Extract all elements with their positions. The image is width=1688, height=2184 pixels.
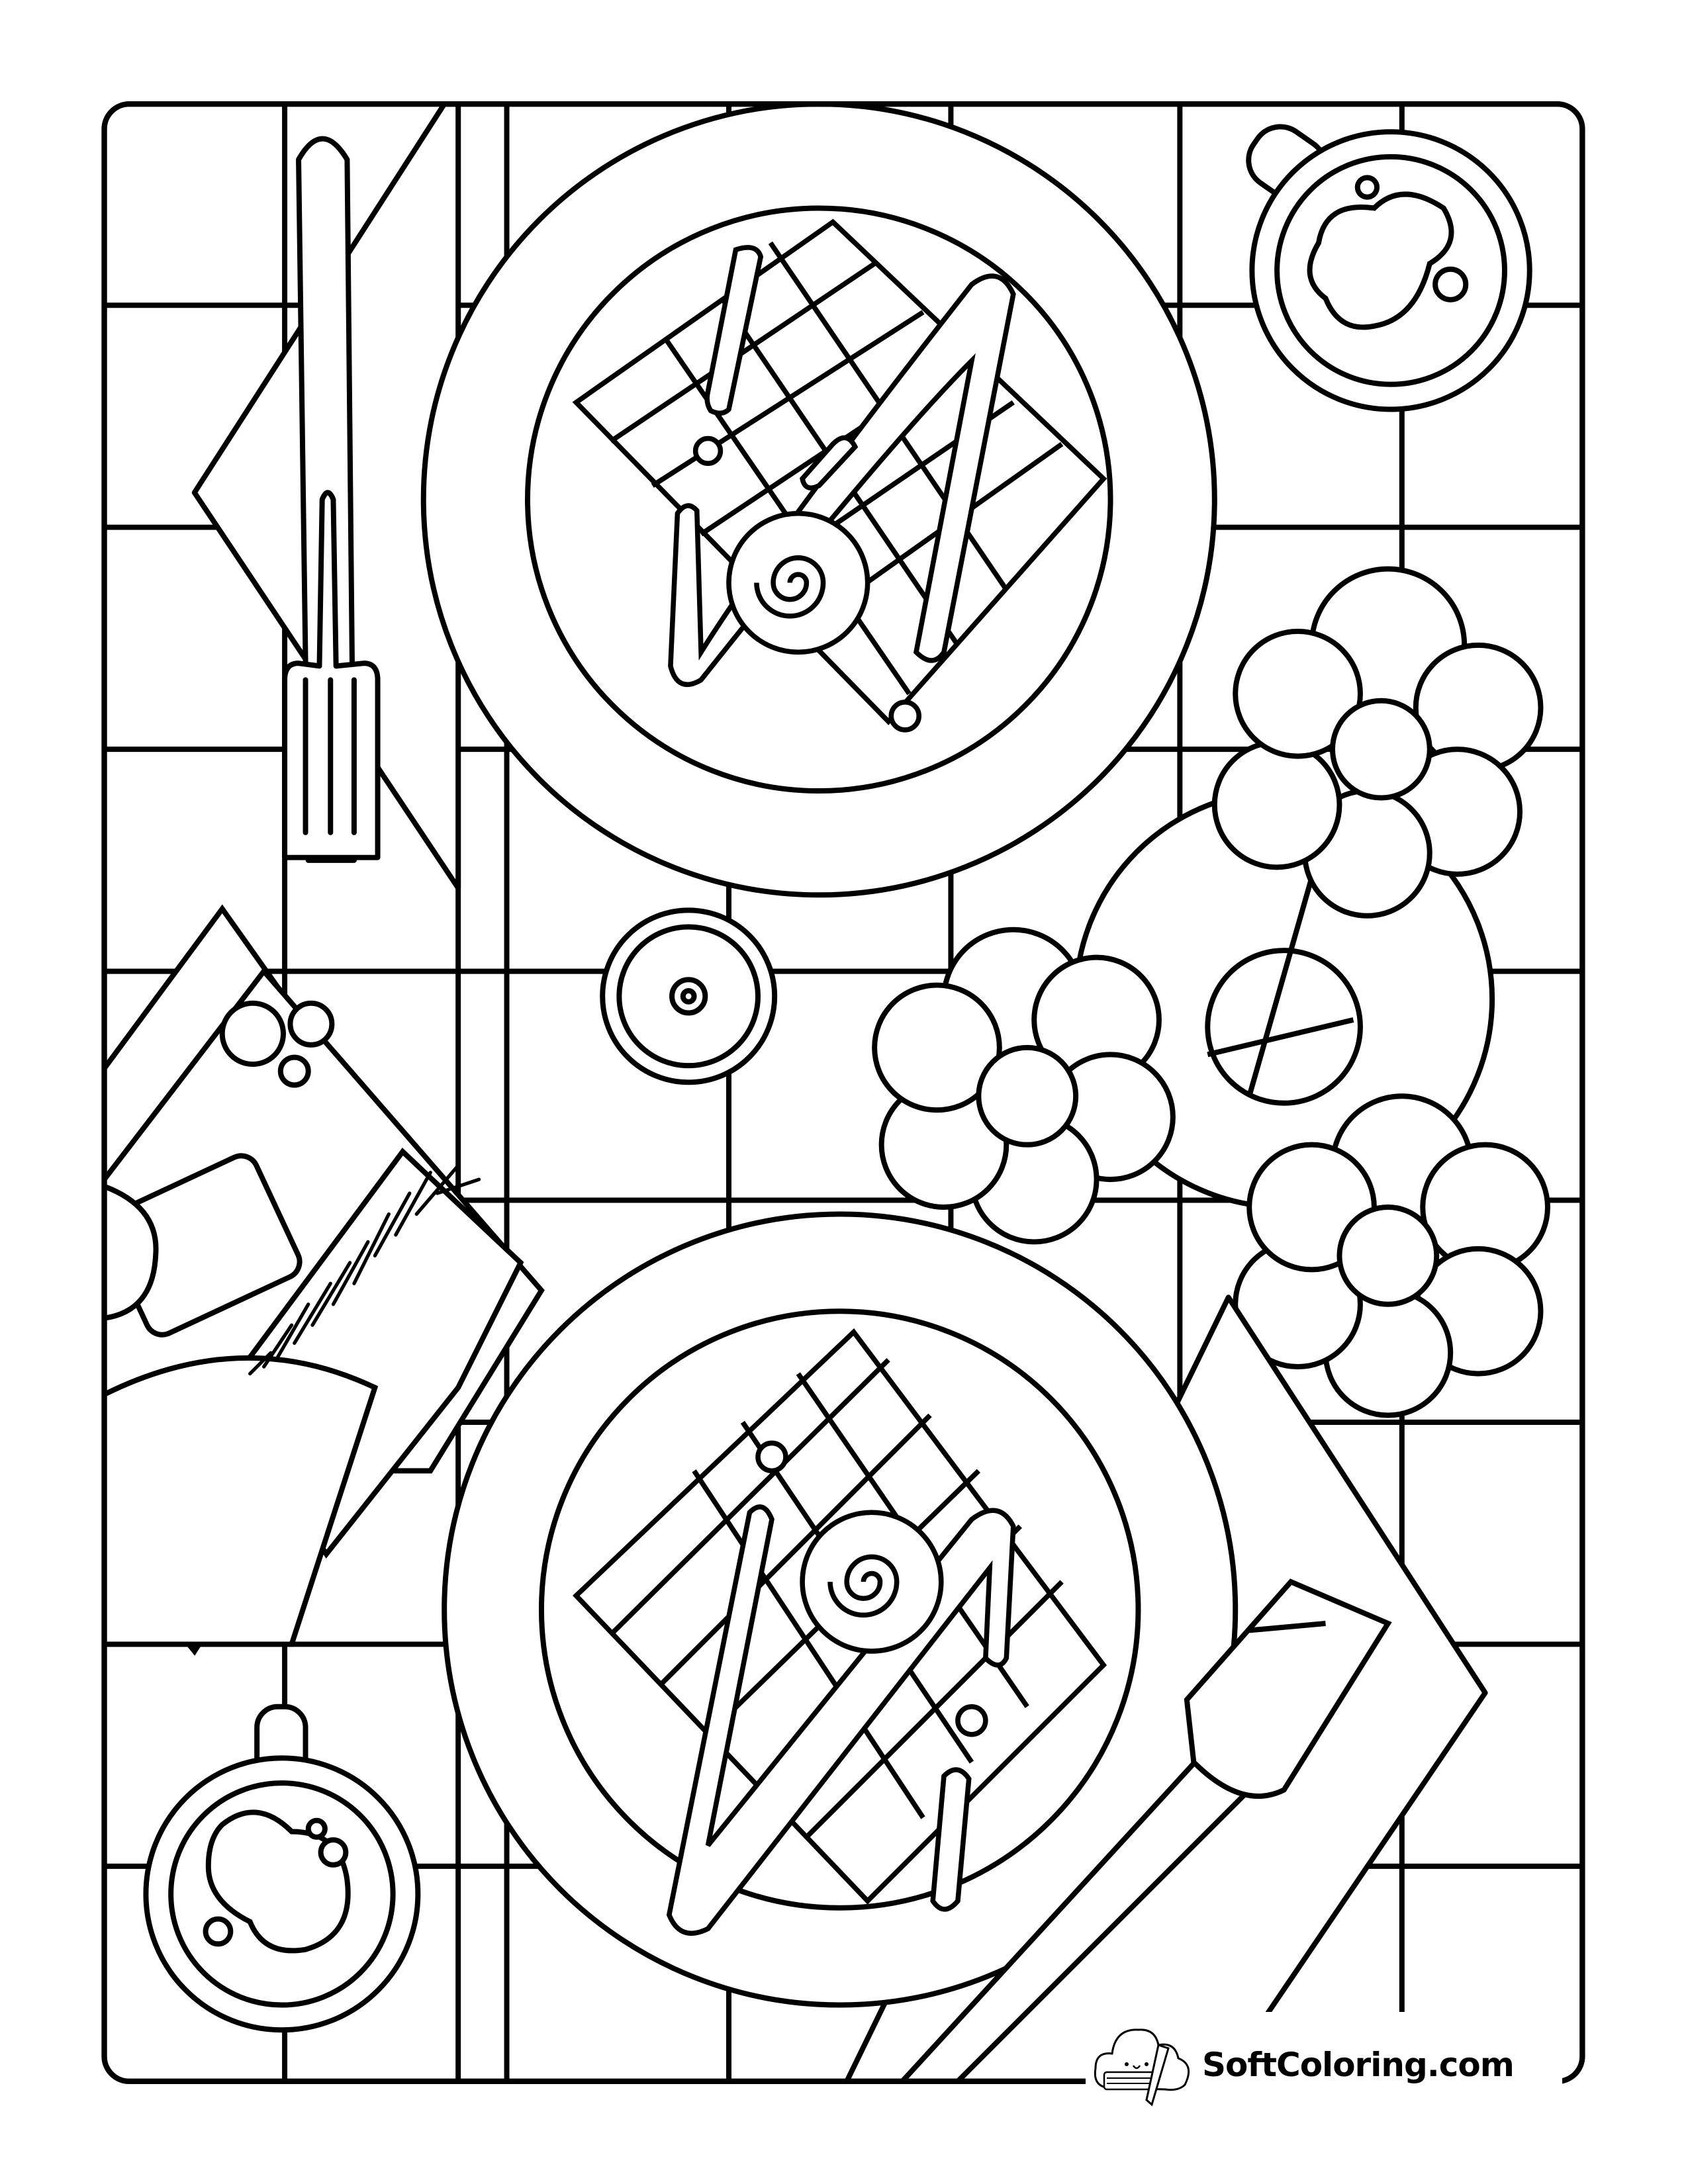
flower-left [872,927,1176,1245]
coffee-cup-top-right [1246,124,1532,412]
plate-top [420,104,1217,898]
butter-swirl-bottom [800,1510,944,1654]
candle [600,907,778,1085]
plate-bottom [442,1211,1239,2008]
butter-swirl-top [726,510,870,655]
fork-bottom-right [896,1578,1392,2081]
menu-cards [104,904,545,1656]
watermark-text: SoftColoring.com [1202,2046,1515,2084]
fork-top-left [282,490,381,860]
flower-top [1211,566,1544,919]
watermark: SoftColoring.com [1086,2012,1562,2118]
cloud-with-pencil-icon [1094,2028,1190,2107]
flower-right [1233,1093,1550,1418]
coffee-cup-bottom-left [143,1704,421,2033]
page-frame [101,101,1585,2085]
